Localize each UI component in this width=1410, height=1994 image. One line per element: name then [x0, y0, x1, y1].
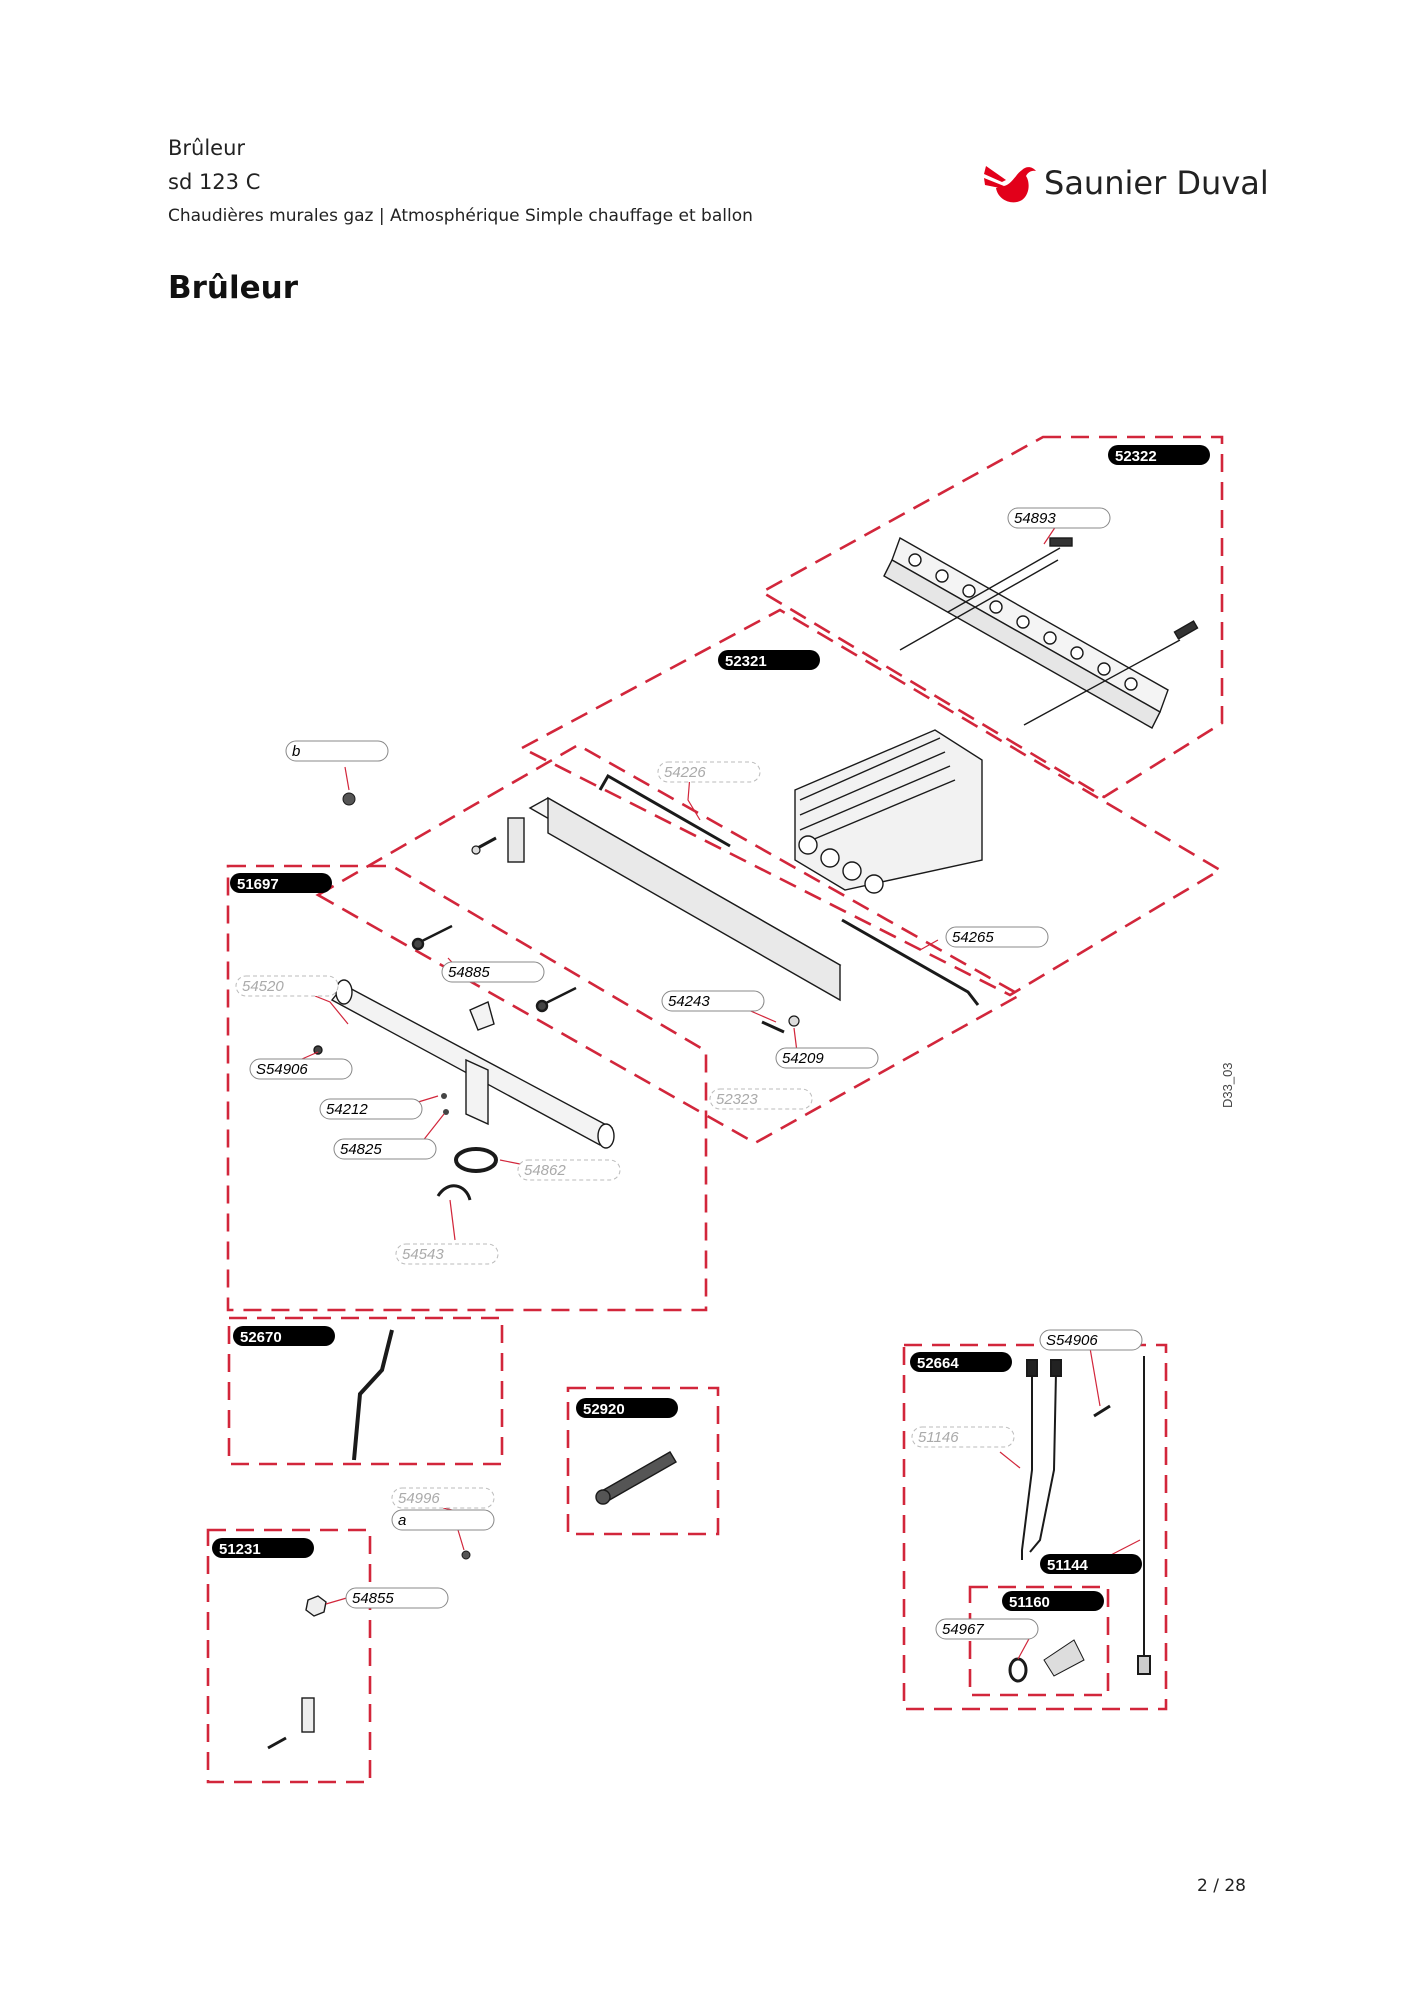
assembly-label: 51160 — [1009, 1594, 1050, 1611]
letter-label: a — [391, 1509, 495, 1531]
assembly-label-bg — [1040, 1554, 1142, 1574]
assembly-label: 51697 — [237, 876, 279, 893]
callout-frame-52664 — [902, 1343, 1168, 1711]
letter-label: b — [285, 740, 389, 762]
part-label-text: S54906 — [256, 1061, 308, 1078]
page-number: 2 / 28 — [1197, 1876, 1246, 1896]
assembly-label-bg — [910, 1352, 1012, 1372]
ghost-label-text: 54862 — [524, 1162, 566, 1179]
part-label: 54212 — [319, 1098, 423, 1120]
ghost-label-text: 54543 — [402, 1246, 444, 1263]
page-title: Brûleur — [168, 270, 298, 306]
ghost-label-text: 52323 — [716, 1091, 758, 1108]
letter-labels: b a — [285, 740, 495, 1531]
part-label-text: 54855 — [352, 1590, 394, 1607]
electrode-cables-52664 — [1021, 1356, 1151, 1675]
part-54825 — [443, 1109, 449, 1115]
assembly-label-bg — [233, 1326, 335, 1346]
assembly-label-bg — [718, 650, 820, 670]
part-b — [342, 792, 356, 806]
screws-54885 — [411, 924, 577, 1013]
bird-logo-icon — [984, 166, 1036, 203]
part-label-text: S54906 — [1046, 1332, 1098, 1349]
parts-51231 — [267, 1595, 327, 1750]
callout-frame-52920 — [566, 1386, 720, 1536]
assembly-label: 52920 — [583, 1401, 625, 1418]
burner-bar-54893 — [883, 536, 1199, 729]
ghost-label: 54862 — [517, 1159, 621, 1181]
header-line-3: Chaudières murales gaz | Atmosphérique S… — [168, 206, 753, 226]
part-label-54226: 54226 — [657, 761, 761, 783]
clip-54543 — [436, 1184, 472, 1201]
ghost-label: 54543 — [395, 1243, 499, 1265]
assembly-label-bg — [1002, 1591, 1104, 1611]
part-label-text: 54212 — [326, 1101, 368, 1118]
part-label-text: 54885 — [448, 964, 490, 981]
part-labels: 54893 54265 54243 54209 54885 S54906 542… — [249, 507, 1143, 1640]
part-label: 54825 — [333, 1138, 437, 1160]
ghost-labels: 54520 52323 54862 54543 54996 51146 — [235, 975, 1015, 1509]
part-label-text: 54243 — [668, 993, 710, 1010]
ghost-label-text: 54996 — [398, 1490, 440, 1507]
assembly-label: 52322 — [1115, 448, 1157, 465]
part-label: 54967 — [935, 1618, 1039, 1640]
support-plate — [507, 796, 842, 1002]
callout-frame-51231 — [206, 1528, 372, 1784]
rod-54226 — [598, 773, 731, 848]
letter-label-text: b — [292, 743, 300, 760]
ghost-label: 51146 — [911, 1426, 1015, 1448]
part-label-text: 54967 — [942, 1621, 984, 1638]
ghost-label-text: 51146 — [918, 1429, 959, 1446]
rod-54265 — [841, 918, 980, 1006]
assembly-label-bg — [576, 1398, 678, 1418]
part-label: 54265 — [945, 926, 1049, 948]
part-label: 54243 — [661, 990, 765, 1012]
part-label: S54906 — [249, 1058, 353, 1080]
assembly-label-bg — [212, 1538, 314, 1558]
callout-frame-52323 — [315, 743, 1023, 1145]
callout-frame-51160 — [968, 1585, 1110, 1697]
header-line-2: sd 123 C — [168, 170, 261, 194]
ghost-label: 54520 — [235, 975, 339, 997]
ghost-label: 52323 — [709, 1088, 813, 1110]
brand-logo: Saunier Duval — [982, 160, 1269, 210]
header-line-1: Brûleur — [168, 136, 246, 160]
assembly-label: 52321 — [725, 653, 767, 670]
assembly-labels: 52322 52321 51697 52670 52920 51231 5266… — [212, 445, 1210, 1611]
assembly-label-bg — [1108, 445, 1210, 465]
heat-exchanger — [794, 729, 983, 894]
drawing-reference: D33_03 — [1220, 1062, 1235, 1108]
letter-label-text: a — [398, 1512, 406, 1529]
assembly-label: 52670 — [240, 1329, 282, 1346]
assembly-label: 51231 — [219, 1541, 261, 1558]
part-54212 — [441, 1093, 447, 1099]
assembly-label: 52664 — [917, 1355, 959, 1372]
jet-52920 — [595, 1451, 677, 1505]
part-label-text: 54209 — [782, 1050, 824, 1067]
part-label: 54885 — [441, 961, 545, 983]
ghost-label-text: 54520 — [242, 978, 284, 995]
callout-frame-52322 — [759, 435, 1224, 799]
part-label-text: 54893 — [1014, 510, 1056, 527]
part-label-text: 54265 — [952, 929, 994, 946]
callout-frame-51697 — [226, 864, 708, 1312]
o-ring-54967 — [1008, 1657, 1028, 1683]
fitting-51160 — [1043, 1639, 1085, 1677]
part-label: 54209 — [775, 1047, 879, 1069]
callout-frame-52670 — [227, 1316, 504, 1466]
assembly-label: 51144 — [1047, 1557, 1089, 1574]
gasket-54862 — [454, 1147, 498, 1173]
brand-name: Saunier Duval — [1044, 164, 1269, 202]
assembly-label-bg — [230, 873, 332, 893]
part-label-text: 54825 — [340, 1141, 382, 1158]
part-label-text: 54226 — [664, 764, 706, 781]
ghost-label: 54996 — [391, 1487, 495, 1509]
pilot-tube-52670 — [352, 1329, 394, 1461]
part-label: 54893 — [1007, 507, 1111, 529]
injector-manifold — [313, 979, 615, 1149]
part-label: S54906 — [1039, 1329, 1143, 1351]
part-a — [461, 1550, 471, 1560]
part-label: 54855 — [345, 1587, 449, 1609]
